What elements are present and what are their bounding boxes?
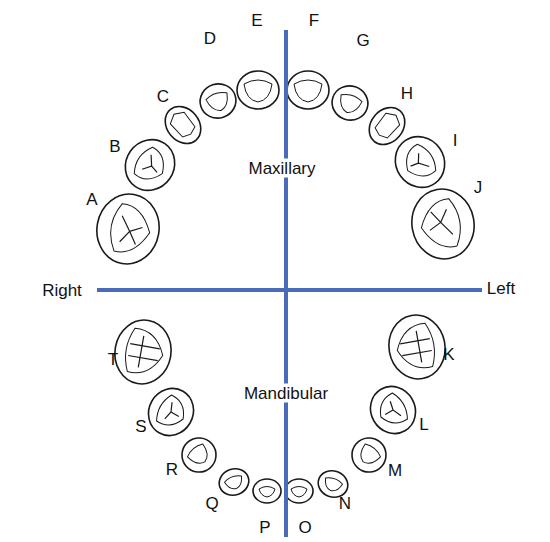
tooth-letter: O — [298, 519, 311, 536]
tooth-letter: G — [356, 32, 369, 49]
tooth-letter: B — [109, 138, 120, 155]
side-label: Right — [42, 282, 82, 299]
tooth-letter: M — [388, 462, 402, 479]
arch-name: Mandibular — [243, 384, 329, 403]
occlusal-line — [97, 288, 482, 292]
tooth-letter: I — [453, 132, 458, 149]
tooth-letter: K — [443, 346, 454, 363]
midline — [284, 30, 288, 537]
tooth-letter: N — [339, 495, 351, 512]
tooth-letter: R — [166, 461, 178, 478]
tooth-letter: P — [259, 519, 270, 536]
arch-name: Maxillary — [247, 159, 316, 178]
tooth-letter: D — [204, 30, 216, 47]
tooth-letter: T — [108, 351, 118, 368]
tooth-letter: A — [86, 191, 97, 208]
quadrant-lines — [97, 30, 482, 537]
tooth-letter: J — [474, 179, 483, 196]
tooth-letter: F — [309, 12, 319, 29]
tooth-letter: C — [157, 88, 169, 105]
side-label: Left — [487, 280, 515, 297]
tooth-letter: Q — [205, 495, 218, 512]
tooth-letter: S — [135, 418, 146, 435]
tooth-letter: L — [419, 416, 428, 433]
tooth-letter: E — [251, 12, 262, 29]
tooth-letter: H — [401, 85, 413, 102]
